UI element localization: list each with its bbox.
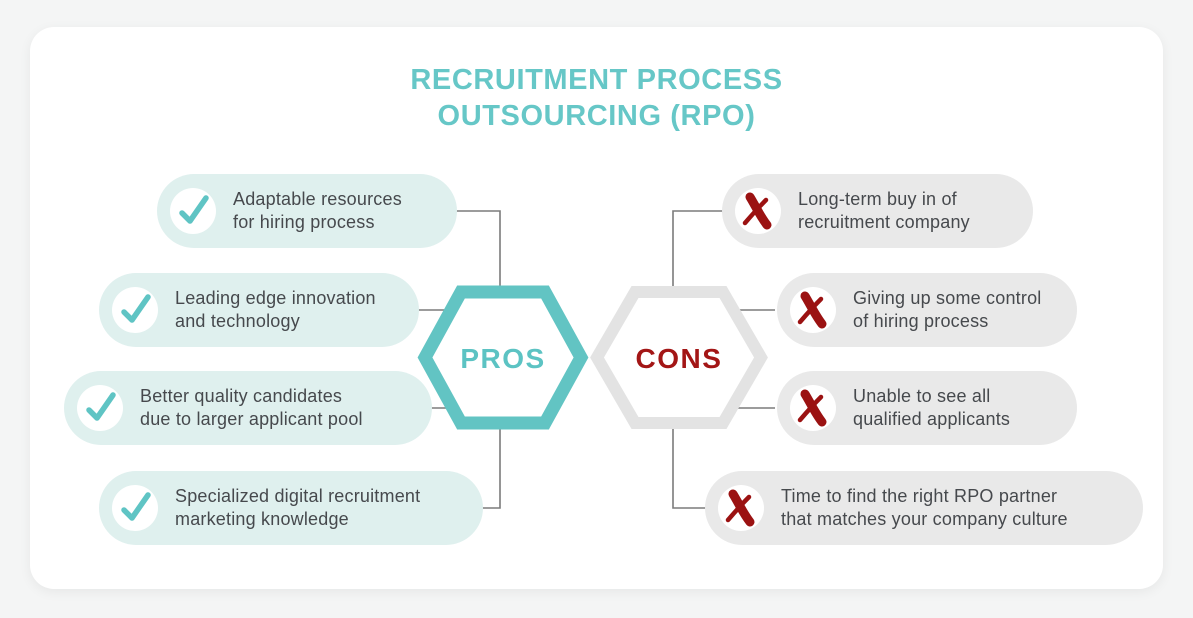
pro-item-text: Better quality candidates due to larger … <box>140 386 363 429</box>
con-item-text: Giving up some control of hiring process <box>853 288 1042 331</box>
pro-item-4: Specialized digital recruitment marketin… <box>99 471 483 545</box>
page-title: RECRUITMENT PROCESS OUTSOURCING (RPO) <box>30 62 1163 134</box>
pro-item-2: Leading edge innovation and technology <box>99 273 419 347</box>
x-icon <box>735 188 781 234</box>
pro-item-text: Specialized digital recruitment marketin… <box>175 486 421 529</box>
pro-item-3: Better quality candidates due to larger … <box>64 371 432 445</box>
con-item-1: Long-term buy in of recruitment company <box>722 174 1033 248</box>
pro-item-text: Leading edge innovation and technology <box>175 288 376 331</box>
check-icon <box>112 287 158 333</box>
check-icon <box>170 188 216 234</box>
x-icon <box>790 287 836 333</box>
pros-label: PROS <box>460 343 546 374</box>
x-icon <box>718 485 764 531</box>
con-item-3: Unable to see all qualified applicants <box>777 371 1077 445</box>
cons-hexagon <box>590 286 768 429</box>
con-item-text: Unable to see all qualified applicants <box>853 386 1011 429</box>
con-item-4: Time to find the right RPO partner that … <box>705 471 1143 545</box>
con-item-2: Giving up some control of hiring process <box>777 273 1077 347</box>
pro-item-1: Adaptable resources for hiring process <box>157 174 457 248</box>
x-icon <box>790 385 836 431</box>
cons-label: CONS <box>635 343 723 374</box>
pros-hexagon <box>417 285 589 430</box>
title-line-2: OUTSOURCING (RPO) <box>437 100 756 132</box>
con-item-text: Time to find the right RPO partner that … <box>781 486 1068 529</box>
check-icon <box>77 385 123 431</box>
title-line-1: RECRUITMENT PROCESS <box>410 64 783 96</box>
pro-item-text: Adaptable resources for hiring process <box>233 189 402 232</box>
check-icon <box>112 485 158 531</box>
con-item-text: Long-term buy in of recruitment company <box>798 189 970 232</box>
